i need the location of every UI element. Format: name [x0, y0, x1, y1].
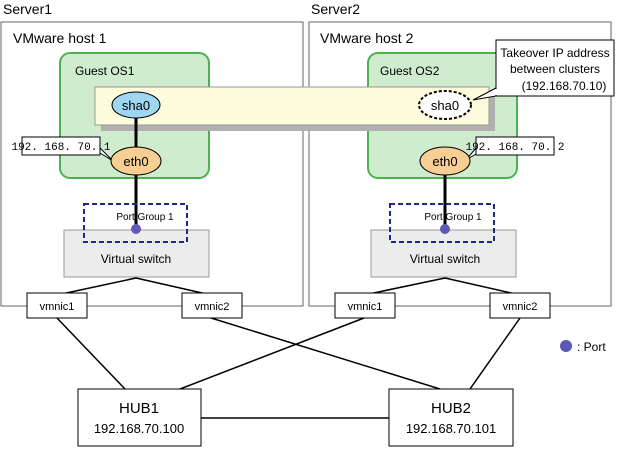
- port-dot-icon: [440, 224, 450, 234]
- eth0-label-2: eth0: [432, 154, 457, 169]
- virtual-switch-2: [370, 229, 517, 278]
- server1-label: Server1: [3, 1, 52, 17]
- vmnic2-host1-label: vmnic2: [195, 301, 230, 313]
- vmnic1-host2-label: vmnic1: [348, 301, 383, 313]
- vmnic2-host2: [489, 292, 551, 319]
- takeover-line-2: between clusters: [510, 62, 600, 76]
- eth0-label-1: eth0: [123, 154, 148, 169]
- legend-port-label: : Port: [577, 340, 606, 354]
- sha0-label-2: sha0: [431, 98, 459, 113]
- port-group-1-box-host1: [83, 203, 188, 243]
- link-host1-vmnic2-hub2: [210, 317, 441, 390]
- port-group-1-box-host2: [389, 203, 495, 243]
- link-host2-vmnic1-hub1: [179, 317, 365, 390]
- virtual-switch-1: [63, 229, 210, 278]
- link-vswitch1-vmnic2: [135, 277, 212, 296]
- link-vswitch2-vmnic2: [444, 277, 521, 296]
- server2-label: Server2: [311, 1, 360, 17]
- sha0-node-2-takeover: [418, 90, 472, 120]
- hub1-ip: 192.168.70.100: [94, 421, 184, 436]
- hub1-name: HUB1: [119, 400, 159, 417]
- sha0-node-1: [111, 91, 161, 119]
- ip2-label: 192. 168. 70. 2: [465, 142, 564, 154]
- port-group-1-label-host2: Port Group 1: [424, 212, 482, 223]
- takeover-callout-box: [495, 39, 615, 97]
- guest-os2-label: Guest OS2: [380, 64, 440, 78]
- link-host2-vmnic2-hub2: [469, 317, 521, 390]
- vmnic2-host1: [181, 292, 243, 319]
- takeover-line-1: Takeover IP address: [500, 46, 609, 60]
- guest-os1-label: Guest OS1: [75, 64, 135, 78]
- vmware-host-1-label: VMware host 1: [13, 30, 107, 46]
- link-host1-vmnic1-hub1: [56, 317, 126, 390]
- hub2-box: [388, 388, 514, 447]
- sha0-label-1: sha0: [122, 98, 150, 113]
- port-group-1-label-host1: Port Group 1: [116, 212, 174, 223]
- vmnic1-host1: [26, 292, 88, 319]
- eth0-node-1: [110, 146, 162, 176]
- takeover-line-3: (192.168.70.10): [522, 79, 607, 93]
- ip2-callout-box: [475, 136, 555, 156]
- virtual-switch-2-label: Virtual switch: [410, 252, 480, 266]
- link-vswitch2-vmnic1: [363, 277, 446, 296]
- ip1-label: 192. 168. 70. 1: [11, 142, 110, 154]
- hub2-name: HUB2: [431, 400, 471, 417]
- ip1-callout-box: [21, 136, 101, 156]
- legend-port-icon: [560, 340, 572, 352]
- vmware-host-2-label: VMware host 2: [320, 30, 414, 46]
- hub1-box: [77, 388, 202, 447]
- hub2-ip: 192.168.70.101: [406, 421, 496, 436]
- eth0-node-2: [419, 146, 471, 176]
- virtual-switch-1-label: Virtual switch: [101, 252, 171, 266]
- link-vswitch1-vmnic1: [56, 277, 137, 296]
- vmnic1-host1-label: vmnic1: [40, 301, 75, 313]
- vmnic1-host2: [334, 292, 396, 319]
- port-dot-icon: [131, 224, 141, 234]
- vmnic2-host2-label: vmnic2: [503, 301, 538, 313]
